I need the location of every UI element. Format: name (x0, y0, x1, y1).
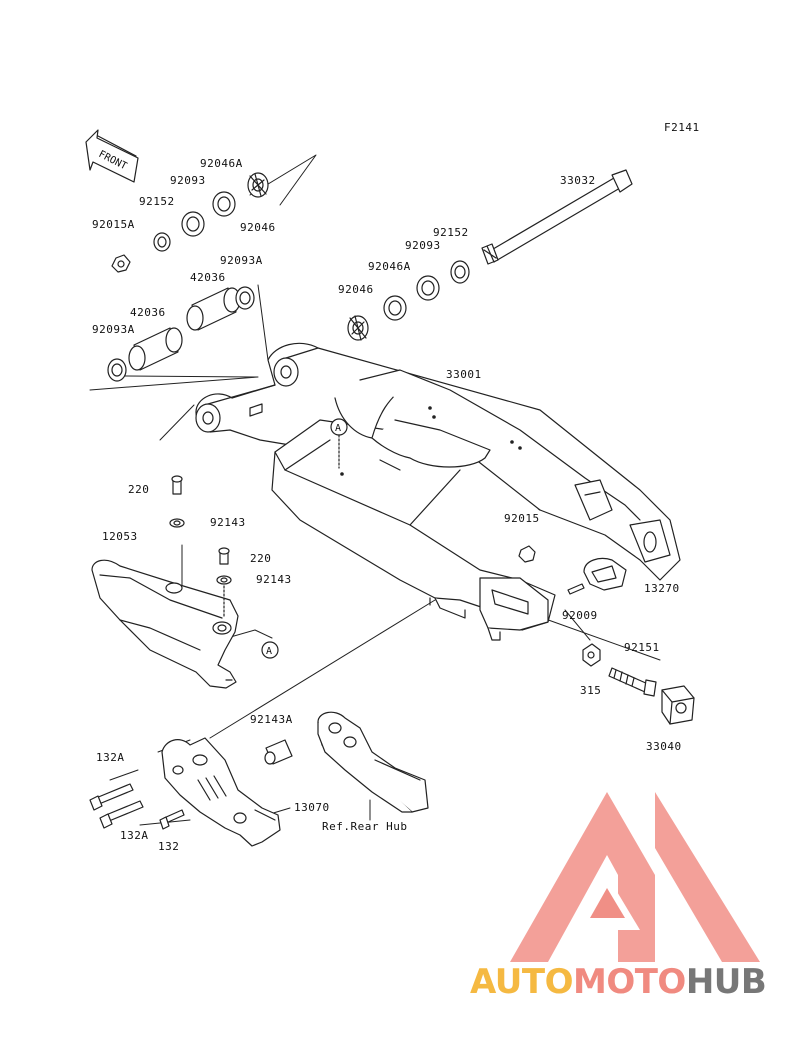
chain-guide-13070 (89, 737, 293, 847)
callout-13270: 13270 (644, 582, 680, 595)
pivot-hardware (107, 172, 470, 382)
callout-33040: 33040 (646, 740, 682, 753)
callout-92152-right: 92152 (433, 226, 469, 239)
front-arrow-icon: FRONT (85, 129, 139, 183)
axle-adjuster-hardware (518, 545, 695, 725)
watermark: AUTOMOTOHUB (470, 962, 767, 1002)
callout-12053: 12053 (102, 530, 138, 543)
callout-92046a: 92046A (200, 157, 243, 170)
watermark-moto: MOTO (572, 962, 686, 1002)
watermark-auto: AUTO (470, 962, 573, 1002)
callout-132a-top: 132A (96, 751, 125, 764)
rear-hub-reference (317, 711, 429, 813)
callout-92015a: 92015A (92, 218, 135, 231)
callout-42036-top: 42036 (190, 271, 226, 284)
callout-92046-right: 92046 (338, 283, 374, 296)
callout-92143a: 92143A (250, 713, 293, 726)
pivot-shaft-33032 (481, 169, 633, 265)
callout-92015: 92015 (504, 512, 540, 525)
callout-13070: 13070 (294, 801, 330, 814)
callout-92046a-right: 92046A (368, 260, 411, 273)
svg-text:A: A (335, 423, 341, 434)
callout-220-top: 220 (128, 483, 150, 496)
callout-92046: 92046 (240, 221, 276, 234)
callout-92093a-top: 92093A (220, 254, 263, 267)
callout-132a-bottom: 132A (120, 829, 149, 842)
slider-fasteners (169, 475, 232, 619)
callout-33001: 33001 (446, 368, 482, 381)
callout-92093a-left: 92093A (92, 323, 135, 336)
callout-92151: 92151 (624, 641, 660, 654)
callout-92009: 92009 (562, 609, 598, 622)
reference-marker-a: A A (261, 418, 348, 659)
callout-92143-top: 92143 (210, 516, 246, 529)
automotohub-logo-icon (510, 792, 760, 962)
callout-92152: 92152 (139, 195, 175, 208)
callout-33032: 33032 (560, 174, 596, 187)
callout-220-mid: 220 (250, 552, 272, 565)
callout-92093: 92093 (170, 174, 206, 187)
figure-code: F2141 (664, 121, 700, 134)
ref-rear-hub-label: Ref.Rear Hub (322, 820, 408, 833)
callout-315: 315 (580, 684, 602, 697)
svg-text:A: A (266, 646, 272, 657)
callout-132: 132 (158, 840, 180, 853)
chain-slider-12053 (91, 559, 239, 689)
callout-92093-right: 92093 (405, 239, 441, 252)
watermark-hub: HUB (685, 962, 767, 1002)
callout-42036-left: 42036 (130, 306, 166, 319)
callout-92143-mid: 92143 (256, 573, 292, 586)
swingarm-33001 (195, 342, 681, 641)
